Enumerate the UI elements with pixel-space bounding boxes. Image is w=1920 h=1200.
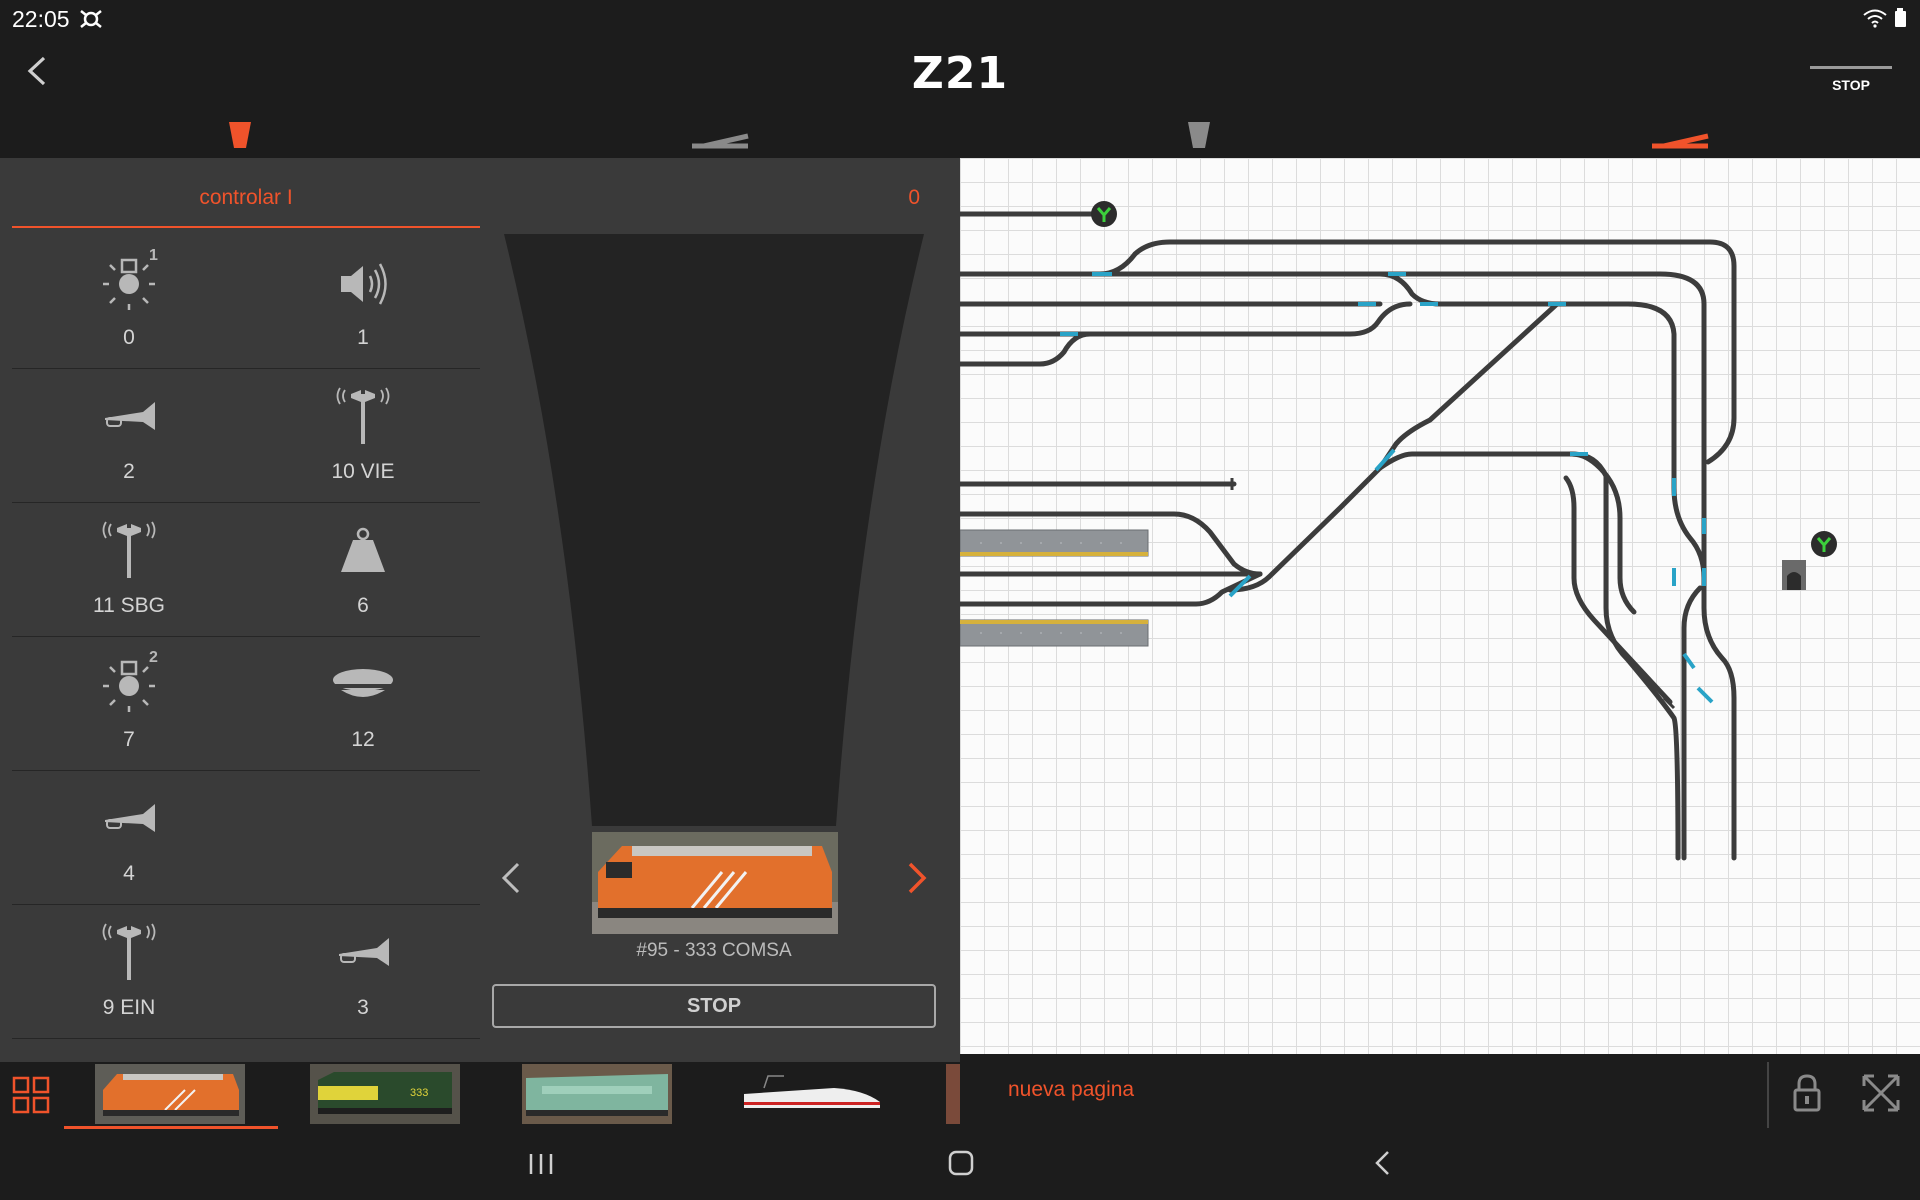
track-lines xyxy=(960,211,1737,861)
svg-text:2: 2 xyxy=(149,649,158,666)
loco-thumb-ice[interactable] xyxy=(734,1064,884,1124)
function-button-f2[interactable]: 2 xyxy=(12,368,246,502)
controller-title-underline xyxy=(12,226,480,228)
row-divider xyxy=(12,904,480,905)
new-page-button[interactable]: nueva pagina xyxy=(1008,1078,1135,1101)
loco-stop-button[interactable]: STOP xyxy=(492,984,936,1028)
tunnel-portal-icon[interactable] xyxy=(1782,560,1806,590)
loco-thumb-yellow-green[interactable]: 333 xyxy=(310,1064,460,1124)
status-time: 22:05 xyxy=(12,6,70,32)
app-notification-icon xyxy=(80,10,102,28)
loco-thumb-orange[interactable] xyxy=(95,1064,245,1124)
loco-thumb-green[interactable] xyxy=(522,1064,672,1124)
turnout-markers[interactable] xyxy=(1060,272,1714,704)
row-divider xyxy=(12,770,480,771)
controller-title: controlar I xyxy=(199,186,293,209)
function-label: 2 xyxy=(123,460,135,483)
tab-loco-controller-right[interactable] xyxy=(1169,112,1229,156)
track-diagram[interactable] xyxy=(960,158,1920,1054)
row-divider xyxy=(12,1038,480,1039)
signal-icon[interactable] xyxy=(1811,531,1837,557)
status-bar: 22:05 xyxy=(0,0,1920,36)
conductor-cap-icon xyxy=(333,669,393,697)
tab-loco-controller-left[interactable] xyxy=(210,112,270,156)
signal-mast-icon xyxy=(336,387,390,444)
function-label: 4 xyxy=(123,862,135,885)
platform-1 xyxy=(960,529,1149,557)
tab-turnouts-left[interactable] xyxy=(690,112,750,156)
app-header: Z21 STOP xyxy=(0,36,1920,158)
nav-back-icon[interactable] xyxy=(1368,1148,1398,1178)
function-label: 7 xyxy=(123,728,135,751)
function-label: 3 xyxy=(357,996,369,1019)
signal-icon[interactable] xyxy=(1091,201,1117,227)
horn-icon xyxy=(339,938,389,966)
function-button-empty[interactable] xyxy=(246,770,480,904)
bottom-divider xyxy=(1767,1062,1769,1128)
speed-throttle-slider[interactable] xyxy=(500,234,928,834)
loco-image[interactable] xyxy=(592,832,838,934)
function-label: 0 xyxy=(123,326,135,349)
light-1-icon: 1 xyxy=(103,247,158,310)
emergency-stop-button[interactable]: STOP xyxy=(1808,66,1894,106)
function-label: 1 xyxy=(357,326,369,349)
speed-value: 0 xyxy=(908,186,920,209)
track-layout-canvas[interactable] xyxy=(960,158,1920,1054)
function-grid: 1 0 1 2 10 VIE xyxy=(12,234,480,1039)
loco-name: #95 - 333 COMSA xyxy=(636,940,792,961)
loco-controller-panel: controlar I 0 1 0 1 xyxy=(0,158,960,1062)
function-button-f9[interactable]: 9 EIN xyxy=(12,904,246,1038)
horn-icon xyxy=(105,402,155,430)
function-button-f4[interactable]: 4 xyxy=(12,770,246,904)
svg-text:1: 1 xyxy=(149,247,158,264)
grid-menu-icon[interactable] xyxy=(12,1076,52,1116)
function-label: 12 xyxy=(351,728,375,751)
svg-text:333: 333 xyxy=(410,1087,428,1099)
system-nav-bar xyxy=(0,1130,1920,1200)
function-button-f1[interactable]: 1 xyxy=(246,234,480,368)
back-icon[interactable] xyxy=(22,52,52,90)
previous-loco-icon[interactable] xyxy=(496,858,528,898)
sound-icon xyxy=(341,263,387,305)
row-divider xyxy=(12,636,480,637)
tab-turnouts-right[interactable] xyxy=(1650,112,1710,156)
function-button-f11[interactable]: 11 SBG xyxy=(12,502,246,636)
function-label: 9 EIN xyxy=(102,996,156,1019)
function-label: 11 SBG xyxy=(93,594,165,617)
function-button-f6[interactable]: 6 xyxy=(246,502,480,636)
signal-mast-icon xyxy=(102,521,156,578)
platform-2 xyxy=(960,619,1149,647)
active-thumb-underline xyxy=(64,1126,278,1129)
home-icon[interactable] xyxy=(946,1148,976,1178)
expand-icon[interactable] xyxy=(1860,1072,1902,1114)
row-divider xyxy=(12,502,480,503)
loco-thumb-partial[interactable] xyxy=(946,1064,960,1124)
lock-icon[interactable] xyxy=(1790,1072,1824,1114)
light-2-icon: 2 xyxy=(103,649,158,712)
battery-icon xyxy=(1895,8,1906,27)
bottom-bar: 333 nueva pagina xyxy=(0,1062,1920,1130)
horn-icon xyxy=(105,804,155,832)
app-title: Z21 xyxy=(911,48,1009,99)
function-button-f7[interactable]: 2 7 xyxy=(12,636,246,770)
function-button-f10[interactable]: 10 VIE xyxy=(246,368,480,502)
row-divider xyxy=(12,368,480,369)
function-label: 6 xyxy=(357,594,369,617)
function-button-f3[interactable]: 3 xyxy=(246,904,480,1038)
function-button-f12[interactable]: 12 xyxy=(246,636,480,770)
function-button-f0[interactable]: 1 0 xyxy=(12,234,246,368)
recent-apps-icon[interactable] xyxy=(526,1150,556,1178)
function-label: 10 VIE xyxy=(331,460,395,483)
buffer-stop xyxy=(1662,696,1676,710)
next-loco-icon[interactable] xyxy=(900,858,932,898)
wifi-icon xyxy=(1863,9,1887,28)
weight-icon xyxy=(341,527,385,572)
signal-mast-icon xyxy=(102,923,156,980)
